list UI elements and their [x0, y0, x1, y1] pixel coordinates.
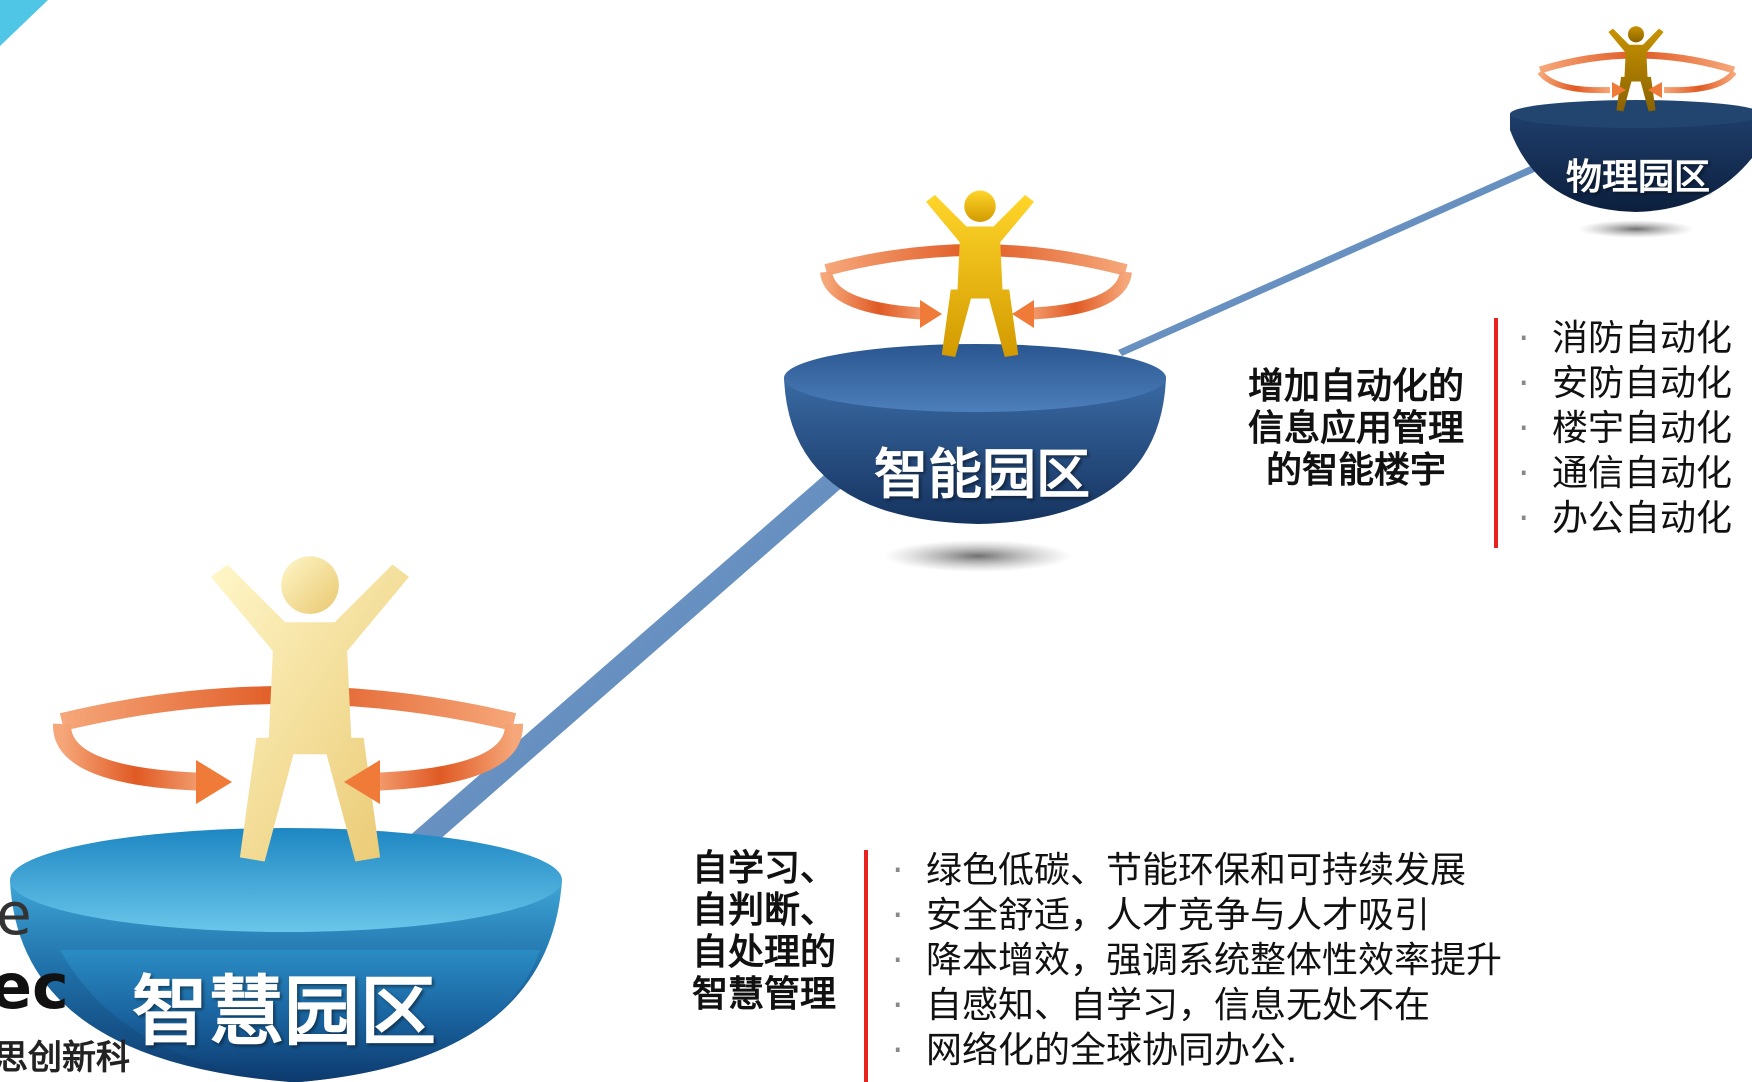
ring-front [365, 723, 523, 791]
divider-bar [864, 850, 868, 1082]
arrow-icon [1648, 82, 1662, 98]
ring-front [1537, 70, 1611, 94]
arrow-icon [196, 760, 232, 804]
bowl [1510, 114, 1752, 212]
bowl-rim [1510, 100, 1752, 128]
description-line: 自判断、 [692, 890, 837, 932]
ring-front [1023, 270, 1132, 320]
list-item: 安防自动化 [1510, 361, 1732, 406]
smart-park-description: 自学习、 自判断、 自处理的 智慧管理 [692, 848, 836, 1016]
corner-decoration [0, 0, 48, 46]
description-line: 自处理的 [692, 932, 837, 974]
list-item: 消防自动化 [1510, 316, 1732, 361]
list-item: 通信自动化 [1510, 451, 1732, 496]
arrow-icon [920, 300, 942, 328]
ring-front [820, 270, 933, 320]
connector-rod-lower [330, 456, 862, 918]
stage-label-smart: 智慧园区 [132, 967, 436, 1056]
stage-intelligent-park [784, 190, 1166, 572]
list-item: 安全舒适，人才竞争与人才吸引 [884, 893, 1502, 938]
stage-label-physical: 物理园区 [1566, 157, 1711, 198]
arrow-icon [1012, 300, 1034, 328]
list-item: 网络化的全球协同办公. [884, 1028, 1502, 1073]
stage-label-intelligent: 智能园区 [874, 443, 1090, 506]
list-item: 办公自动化 [1510, 496, 1732, 541]
list-item: 楼宇自动化 [1510, 406, 1732, 451]
arrow-icon [1612, 82, 1626, 98]
arrow-icon [344, 760, 380, 804]
list-item: 绿色低碳、节能环保和可持续发展 [884, 848, 1502, 893]
watermark-text: ec [0, 950, 69, 1023]
connector-rod-upper [1118, 160, 1548, 356]
description-line: 自学习、 [692, 848, 837, 889]
watermark-text: e [0, 880, 32, 948]
watermark-text: 思创新科 [0, 1038, 130, 1078]
smart-building-description: 增加自动化的 信息应用管理 的智能楼宇 [1236, 366, 1476, 492]
ring-front [53, 723, 211, 791]
bowl-rim [10, 828, 562, 932]
description-line: 信息应用管理 [1247, 408, 1464, 450]
bowl [784, 378, 1166, 524]
list-item: 自感知、自学习，信息无处不在 [884, 983, 1502, 1028]
stage-physical-park [1510, 26, 1752, 238]
bowl-shadow [1578, 220, 1694, 238]
description-line: 智慧管理 [692, 974, 837, 1016]
ring-front [1663, 70, 1737, 94]
description-line: 增加自动化的 [1247, 366, 1464, 407]
divider-bar [1494, 318, 1498, 548]
smart-park-features: 绿色低碳、节能环保和可持续发展 安全舒适，人才竞争与人才吸引 降本增效，强调系统… [884, 848, 1502, 1073]
bowl-rim [784, 344, 1166, 412]
smart-building-features: 消防自动化 安防自动化 楼宇自动化 通信自动化 办公自动化 [1510, 316, 1732, 541]
list-item: 降本增效，强调系统整体性效率提升 [884, 938, 1502, 983]
bowl-shadow [884, 540, 1072, 572]
description-line: 的智能楼宇 [1265, 450, 1446, 492]
